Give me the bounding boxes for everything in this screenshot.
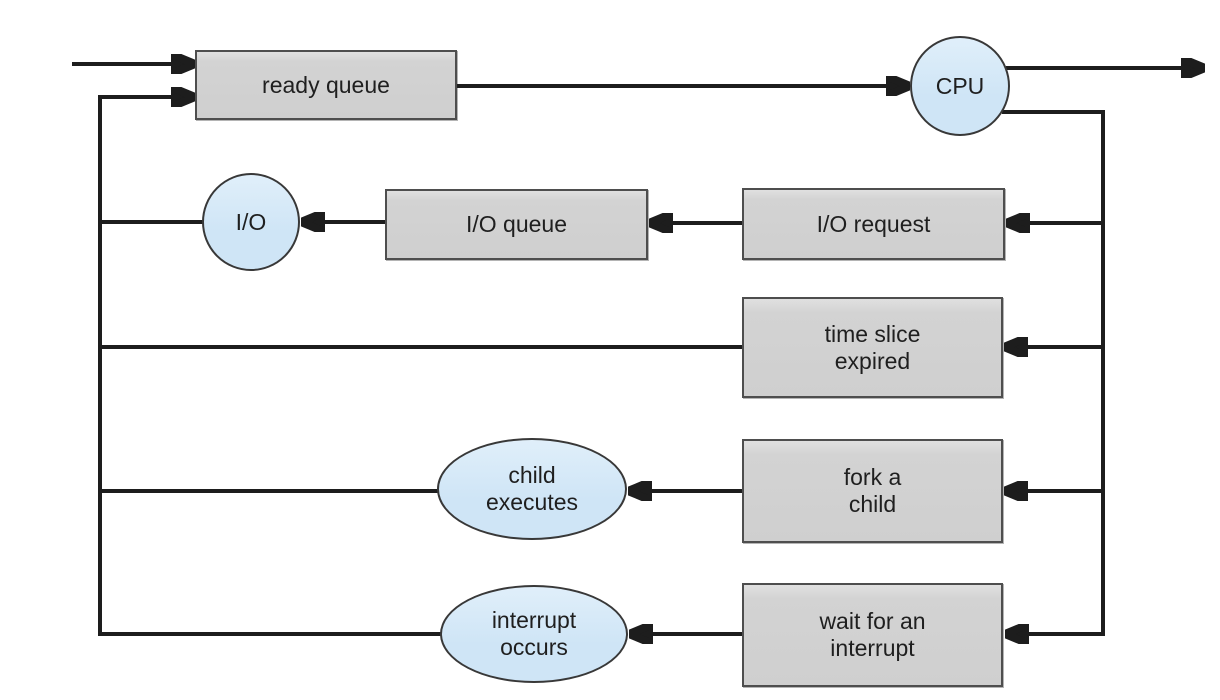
io-label: I/O [235,208,267,235]
node-io: I/O [202,173,300,271]
node-io-queue: I/O queue [385,189,648,260]
node-interrupt-occurs: interrupt occurs [440,585,628,683]
interrupt-occurs-label: interrupt occurs [491,607,577,660]
node-child-executes: child executes [437,438,627,540]
ready-queue-label: ready queue [262,71,390,98]
node-time-slice-expired: time slice expired [742,297,1003,398]
node-wait-for-interrupt: wait for an interrupt [742,583,1003,687]
node-cpu: CPU [910,36,1010,136]
wait-for-interrupt-label: wait for an interrupt [819,608,926,661]
fork-a-child-label: fork a child [843,464,902,517]
node-io-request: I/O request [742,188,1005,260]
io-queue-label: I/O queue [465,211,568,237]
edge-feedback-rail-to-ready-queue [98,97,441,636]
cpu-label: CPU [935,72,985,99]
edge-cpu-right-rail-to-wait-for-interrupt [1002,110,1105,634]
child-executes-label: child executes [485,462,579,515]
node-ready-queue: ready queue [195,50,457,120]
node-fork-a-child: fork a child [742,439,1003,543]
time-slice-expired-label: time slice expired [824,320,921,374]
io-request-label: I/O request [816,210,931,237]
